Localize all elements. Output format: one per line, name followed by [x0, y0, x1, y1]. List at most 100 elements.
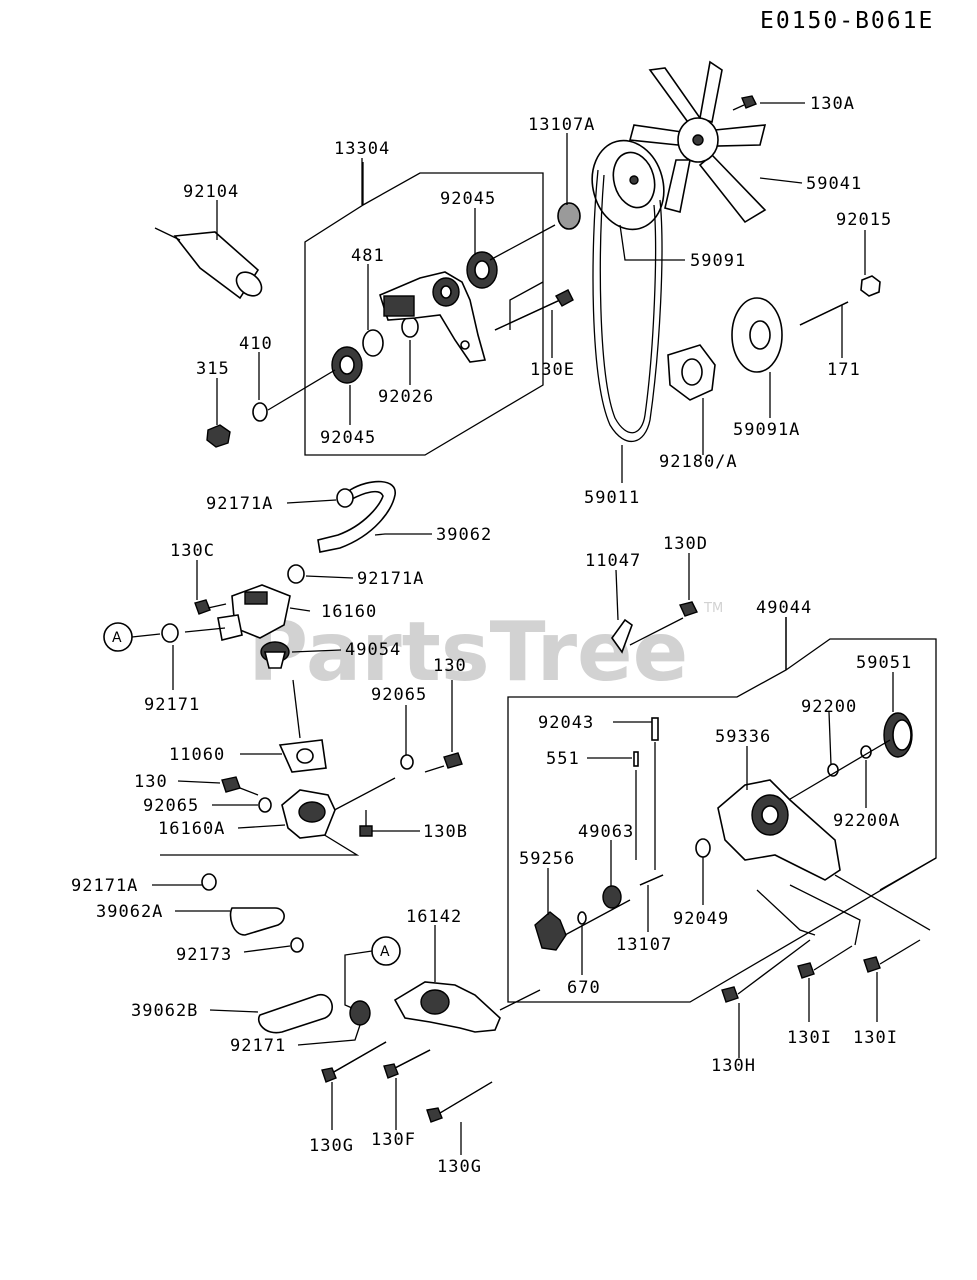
label-130-upper: 130: [433, 656, 467, 676]
bolt-130-upper: [443, 752, 463, 769]
washer-92065-lower: [258, 797, 272, 813]
label-130-lower: 130: [134, 772, 168, 792]
label-16160: 16160: [321, 602, 377, 622]
bolt-130G-left: [321, 1041, 387, 1083]
axis-line-59051: [779, 739, 891, 806]
label-59041: 59041: [806, 174, 862, 194]
label-49054: 49054: [345, 640, 401, 660]
diagram-code: E0150-B061E: [760, 8, 934, 34]
label-59091A: 59091A: [733, 420, 800, 440]
sealant-tube-92104: [154, 227, 263, 300]
label-92065-lower: 92065: [143, 796, 199, 816]
bracket-13304-inner: [509, 281, 544, 330]
axis-line-130I-right: [834, 874, 931, 931]
label-92180A: 92180/A: [659, 452, 738, 472]
callout-A-pump: A: [371, 936, 401, 966]
ring-670: [577, 911, 587, 925]
assembly-outline-hose-group: [160, 819, 360, 856]
axis-line-410: [267, 369, 336, 411]
thermostat-49054: [260, 641, 290, 669]
label-481: 481: [351, 246, 385, 266]
bolt-130A: [732, 95, 757, 111]
label-59011: 59011: [584, 488, 640, 508]
impeller-59256: [534, 899, 631, 951]
bolt-130I-right: [863, 939, 921, 973]
clamp-92171A-lower: [287, 564, 305, 584]
label-92200A: 92200A: [833, 811, 900, 831]
tensioner-arm-13304: [379, 271, 487, 363]
label-59336: 59336: [715, 727, 771, 747]
label-130G-left: 130G: [309, 1136, 354, 1156]
shim-92180A: [667, 344, 716, 401]
label-59051: 59051: [856, 653, 912, 673]
bolt-130-lower-shank: [239, 787, 259, 796]
label-59256: 59256: [519, 849, 575, 869]
label-130I-left: 130I: [787, 1028, 832, 1048]
label-49044: 49044: [756, 598, 812, 618]
label-92015: 92015: [836, 210, 892, 230]
hub-59091A: [731, 297, 783, 373]
washer-92065-upper: [400, 754, 414, 770]
axis-line-130I-left: [789, 884, 861, 946]
label-92049: 92049: [673, 909, 729, 929]
label-11060: 11060: [169, 745, 225, 765]
washer-92026: [401, 316, 419, 338]
callout-A-left: A: [103, 622, 133, 652]
bearing-92045-lower: [331, 346, 363, 384]
label-130B: 130B: [423, 822, 468, 842]
label-92171A-hose: 92171A: [71, 876, 138, 896]
snap-ring-481: [362, 329, 384, 357]
gear-59051: [883, 712, 913, 758]
label-92171-left: 92171: [144, 695, 200, 715]
pin-92043: [651, 717, 659, 741]
label-92045-upper: 92045: [440, 189, 496, 209]
label-130D: 130D: [663, 534, 708, 554]
part-labels: 13304 92104 92045 481 13107A 130A 59041 …: [71, 94, 912, 1177]
callout-A-left-line: [131, 633, 161, 638]
svg-text:A: A: [112, 630, 122, 646]
gear-case-59336: [717, 779, 841, 881]
assembly-outline-13304: [304, 162, 544, 456]
bolt-130G-right: [426, 1081, 493, 1123]
bolt-130-upper-shank: [424, 765, 445, 773]
washer-410: [252, 402, 268, 422]
label-130I-right: 130I: [853, 1028, 898, 1048]
seal-49063: [602, 885, 622, 909]
label-49063: 49063: [578, 822, 634, 842]
label-130E: 130E: [530, 360, 575, 380]
label-13304: 13304: [334, 139, 390, 159]
pulley-59091: [591, 139, 665, 231]
label-39062A: 39062A: [96, 902, 163, 922]
hose-39062: [317, 480, 396, 553]
clamp-92171-pump: [349, 1000, 371, 1026]
label-92200: 92200: [801, 697, 857, 717]
label-39062: 39062: [436, 525, 492, 545]
label-39062B: 39062B: [131, 1001, 198, 1021]
thermostat-housing-16160: [217, 584, 291, 641]
label-92171A-lower: 92171A: [357, 569, 424, 589]
axis-line-130D: [629, 617, 684, 646]
bolt-130F: [383, 1049, 431, 1079]
clamp-92171A-hose: [201, 873, 217, 891]
outlet-housing-16160A: [281, 789, 336, 839]
axis-line-130H: [756, 889, 816, 936]
watermark-tm: TM: [703, 601, 723, 616]
bolt-130I-left: [797, 945, 853, 979]
bearing-92045-upper: [466, 251, 498, 289]
outline-49044-tail: [879, 857, 937, 891]
label-16160A: 16160A: [158, 819, 225, 839]
axis-line-92065: [324, 777, 396, 816]
label-11047: 11047: [585, 551, 641, 571]
label-130F: 130F: [371, 1130, 416, 1150]
label-92043: 92043: [538, 713, 594, 733]
label-315: 315: [196, 359, 230, 379]
clamp-92173: [290, 937, 304, 953]
bolt-130H: [721, 939, 811, 1003]
label-59091: 59091: [690, 251, 746, 271]
bolt-130D: [679, 601, 698, 617]
assembly-outline-49044: [507, 617, 937, 1003]
label-130A: 130A: [810, 94, 855, 114]
svg-text:A: A: [380, 944, 390, 960]
nut-315: [206, 424, 231, 448]
label-130H: 130H: [711, 1056, 756, 1076]
